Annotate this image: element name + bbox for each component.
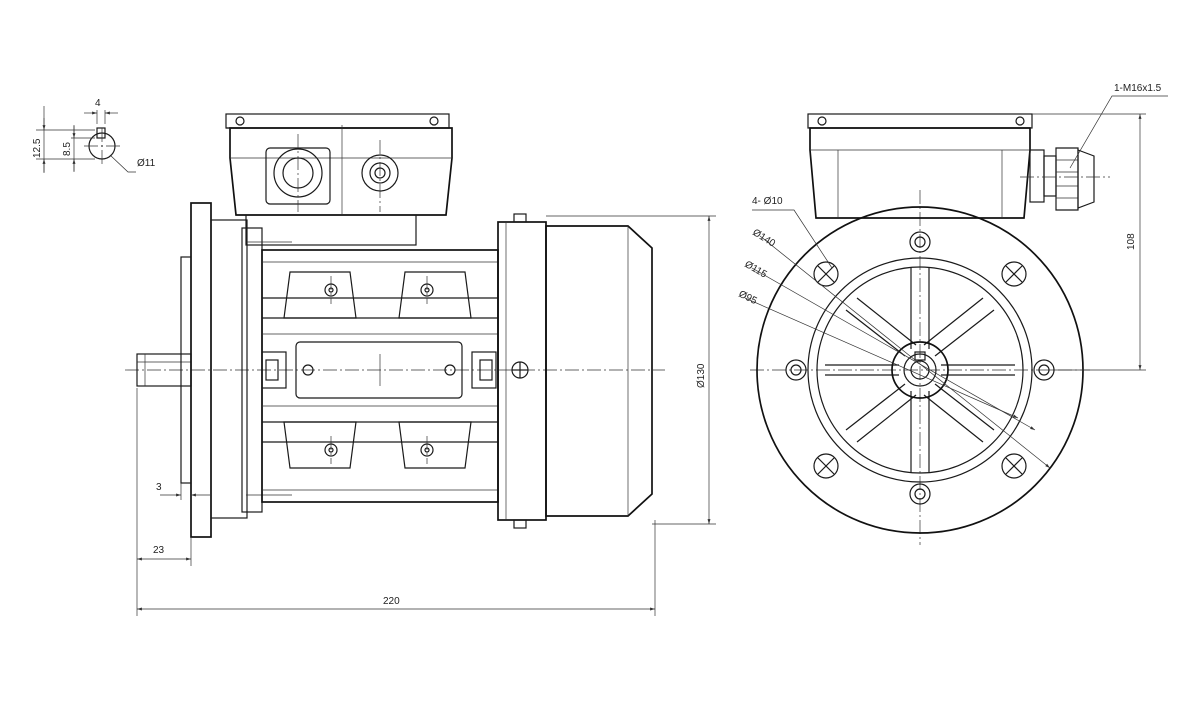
spigot-circle [807, 257, 1033, 483]
keyway-height-label: 12.5 [32, 138, 43, 158]
cable-gland-end [1020, 147, 1110, 211]
nameplate [295, 341, 463, 399]
terminal-box-side [225, 113, 453, 246]
shaft-diameter-label: Ø11 [137, 158, 156, 169]
cable-gland-label: 1-M16x1.5 [1114, 83, 1162, 94]
flange-holes [813, 261, 1027, 479]
motor-body-side [261, 249, 499, 503]
overall-height-label: Ø130 [696, 363, 707, 388]
keyway-depth-label: 8.5 [62, 142, 73, 156]
spigot-diameter-label: Ø95 [737, 289, 759, 307]
flange-thickness-label: 3 [156, 482, 162, 493]
fan-cover-side [497, 213, 653, 529]
hub [891, 341, 949, 399]
terminal-box-height-label: 108 [1126, 233, 1137, 250]
shaft-length-label: 23 [153, 545, 165, 556]
side-view: Ø130 220 23 3 [125, 113, 716, 616]
keyway-width-label: 4 [95, 98, 101, 109]
mounting-holes-label: 4- Ø10 [752, 196, 783, 207]
keyway-slot [96, 127, 106, 139]
flange-spigot [180, 256, 192, 484]
bolt-circle-label: Ø115 [743, 259, 769, 281]
shaft-section-detail: 4 12.5 8.5 Ø11 [32, 98, 156, 173]
end-view: 4- Ø10 Ø140 Ø115 Ø95 1-M16x1.5 108 [737, 83, 1168, 545]
overall-length-label: 220 [383, 596, 400, 607]
terminal-box-end [807, 113, 1110, 219]
